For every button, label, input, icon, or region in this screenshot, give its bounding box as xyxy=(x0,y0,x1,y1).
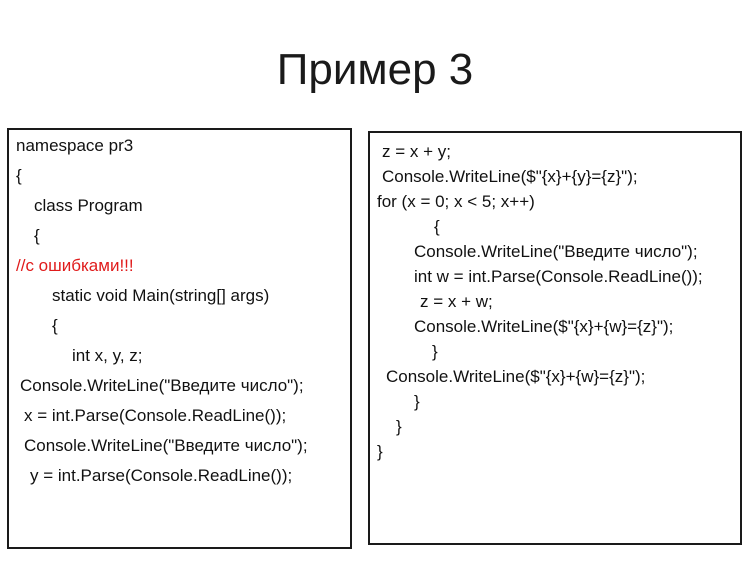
code-block-left: namespace pr3 { class Program { //с ошиб… xyxy=(7,128,352,549)
code-line: z = x + y; xyxy=(382,142,451,161)
code-line: } xyxy=(414,392,420,411)
code-line: for (x = 0; x < 5; x++) xyxy=(377,192,535,211)
code-line: Console.WriteLine("Введите число"); xyxy=(20,376,304,395)
code-line: Console.WriteLine($"{x}+{w}={z}"); xyxy=(386,367,646,386)
code-line: Console.WriteLine("Введите число"); xyxy=(24,436,308,455)
code-line: { xyxy=(16,166,22,185)
code-comment: //с ошибками!!! xyxy=(16,256,134,275)
code-line: int w = int.Parse(Console.ReadLine()); xyxy=(414,267,703,286)
code-line: Console.WriteLine($"{x}+{w}={z}"); xyxy=(414,317,674,336)
code-line: class Program xyxy=(34,196,143,215)
code-line: int x, y, z; xyxy=(72,346,143,365)
code-line: { xyxy=(52,316,58,335)
code-line: x = int.Parse(Console.ReadLine()); xyxy=(24,406,287,425)
code-line: z = x + w; xyxy=(420,292,493,311)
code-line: Console.WriteLine($"{x}+{y}={z}"); xyxy=(382,167,638,186)
code-line: y = int.Parse(Console.ReadLine()); xyxy=(30,466,293,485)
code-line: static void Main(string[] args) xyxy=(52,286,270,305)
code-line: } xyxy=(377,442,383,461)
code-line: { xyxy=(434,217,440,236)
slide-title: Пример 3 xyxy=(276,45,474,94)
code-block-right: z = x + y; Console.WriteLine($"{x}+{y}={… xyxy=(368,131,742,545)
code-line: { xyxy=(34,226,40,245)
code-line: } xyxy=(396,417,402,436)
code-line: namespace pr3 xyxy=(16,136,134,155)
code-line: Console.WriteLine("Введите число"); xyxy=(414,242,698,261)
code-line: } xyxy=(432,342,438,361)
